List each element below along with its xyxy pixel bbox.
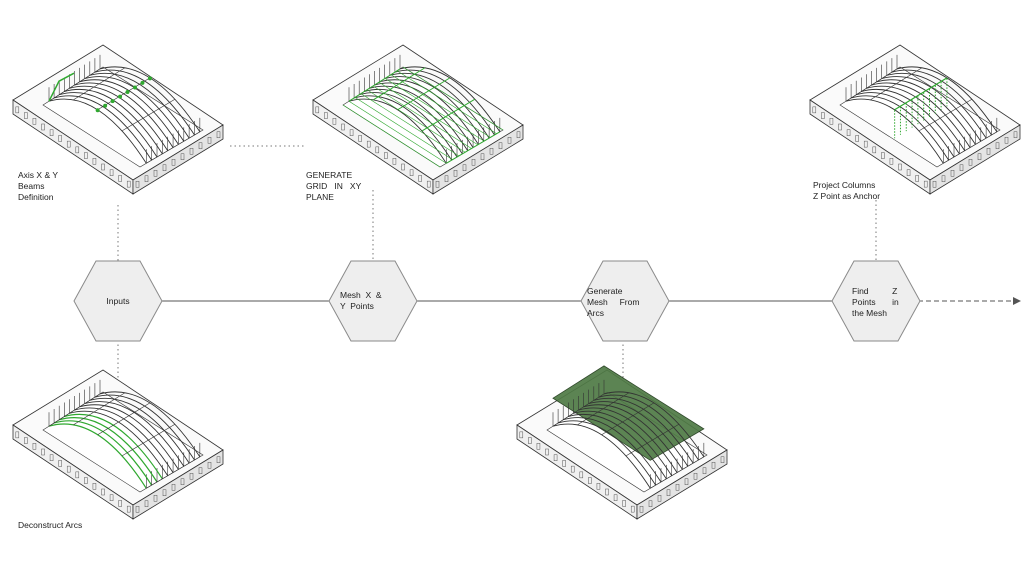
node-label-generate-mesh: Generate Mesh From Arcs <box>587 286 640 318</box>
caption-generate-grid: GENERATE GRID IN XY PLANE <box>306 170 362 202</box>
node-label-inputs: Inputs <box>106 296 130 306</box>
building-models <box>12 44 1021 520</box>
caption-project-columns: Project Columns Z Point as Anchor <box>813 180 881 201</box>
dotted-connectors <box>117 145 877 392</box>
hex-node-find-z <box>831 260 921 342</box>
node-label-find-z: Find Z Points in the Mesh <box>852 286 899 318</box>
hex-node-inputs <box>73 260 163 342</box>
model-deconstruct-arcs <box>12 369 224 520</box>
caption-deconstruct-arcs: Deconstruct Arcs <box>18 520 83 530</box>
hex-node-generate-mesh <box>580 260 670 342</box>
hex-node-mesh-xy <box>328 260 418 342</box>
caption-axis-beams: Axis X & Y Beams Definition <box>18 170 58 202</box>
model-generate-grid <box>312 44 524 195</box>
process-nodes <box>73 260 921 342</box>
node-label-mesh-xy: Mesh X & Y Points <box>340 290 382 311</box>
model-axis-beams <box>12 44 224 195</box>
model-project-columns <box>809 44 1021 195</box>
model-generate-mesh <box>516 365 728 520</box>
